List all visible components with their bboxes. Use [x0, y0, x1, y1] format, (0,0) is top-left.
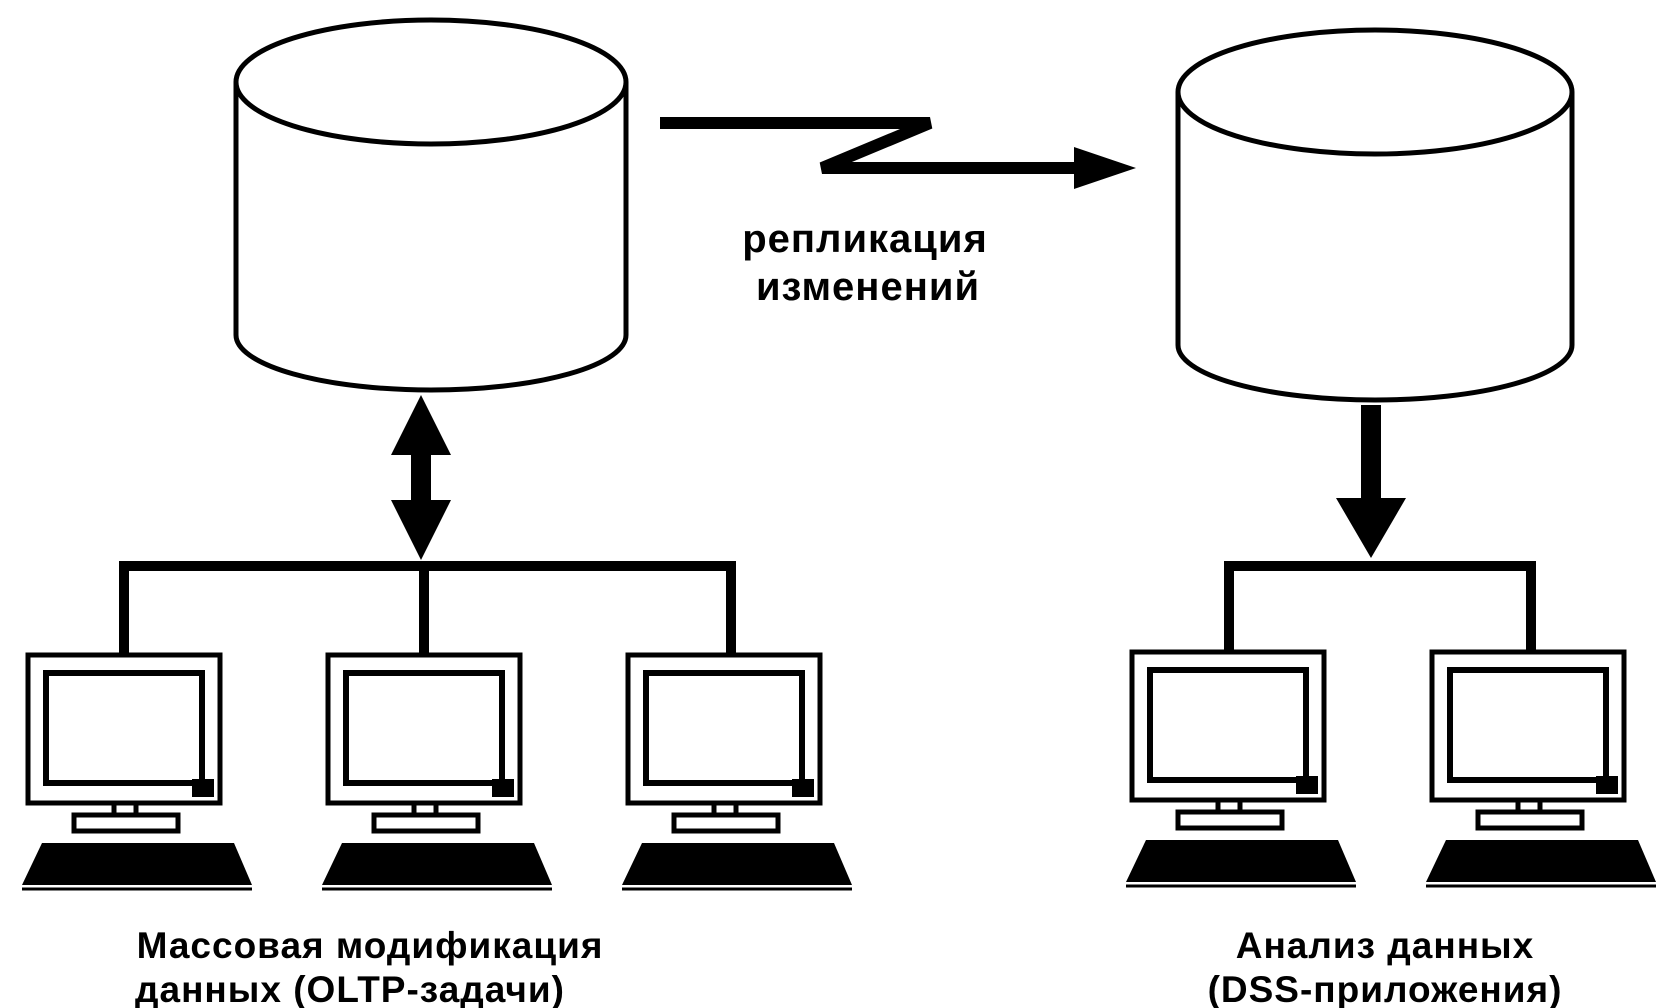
bidirectional-arrow-icon [391, 395, 451, 560]
replication-label-line2: изменений [756, 265, 980, 309]
dss-caption-line1: Анализ данных [1236, 925, 1535, 966]
dss-workstation-2-icon [1426, 652, 1656, 886]
oltp-database-icon [233, 17, 629, 393]
dss-workstation-1-icon [1126, 652, 1356, 886]
oltp-workstation-1-icon [22, 655, 252, 889]
oltp-workstation-2-icon [322, 655, 552, 889]
oltp-network-lines [119, 561, 736, 660]
oltp-caption-line1: Массовая модификация [137, 925, 604, 966]
replication-label-line1: репликация [742, 217, 988, 261]
dss-network-lines [1224, 561, 1536, 660]
dss-caption-line2: (DSS-приложения) [1208, 969, 1563, 1008]
replication-arrow-icon [660, 117, 1136, 189]
oltp-caption-line2: данных (OLTP-задачи) [135, 969, 565, 1008]
dss-database-icon [1175, 27, 1575, 403]
oltp-workstation-3-icon [622, 655, 852, 889]
down-arrow-icon [1336, 405, 1406, 558]
